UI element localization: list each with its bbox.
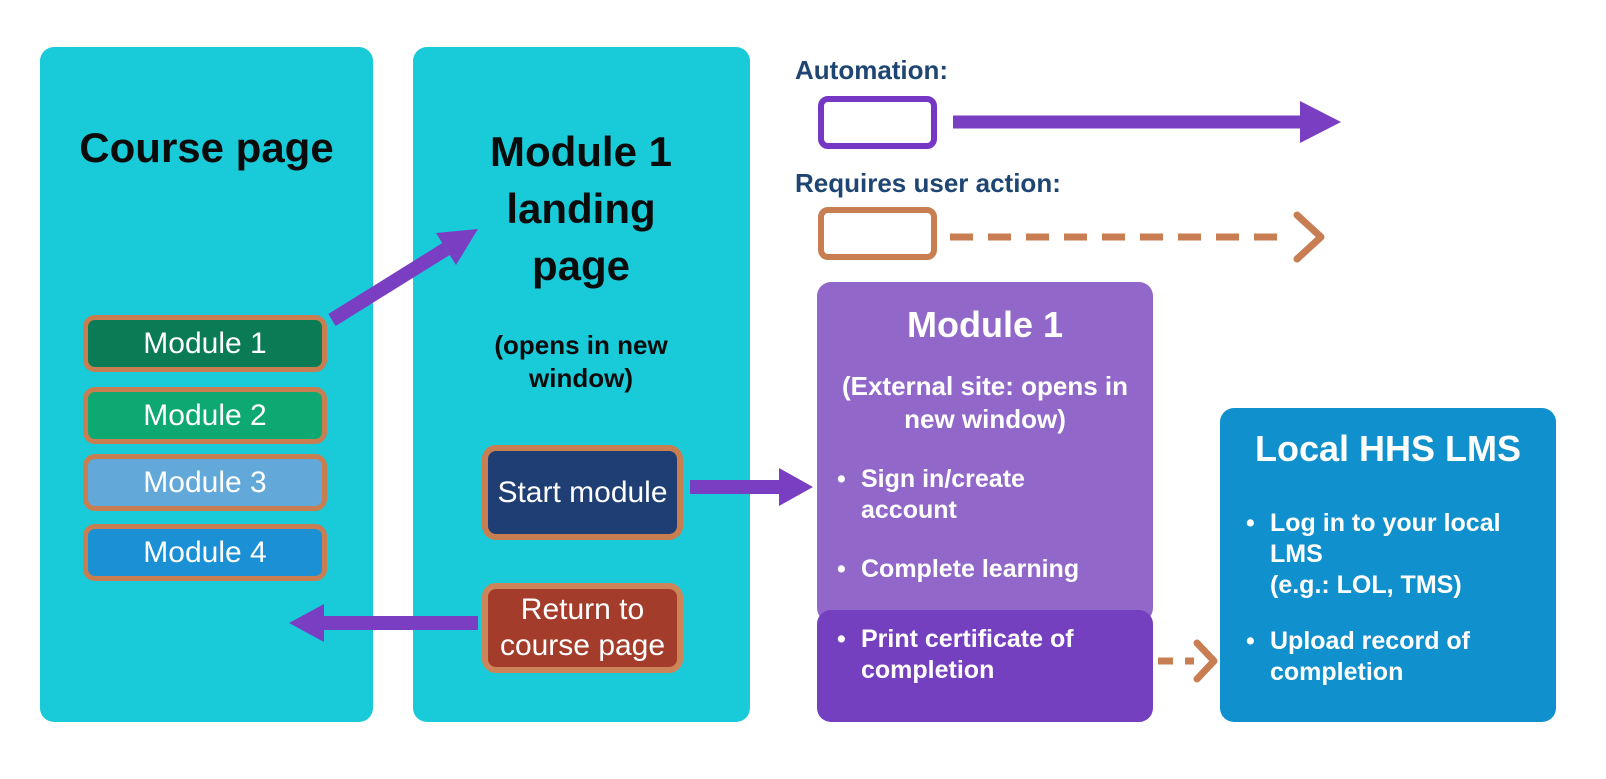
module1-user-action-box: Print certificate of completion	[817, 610, 1153, 722]
landing-page-subtitle: (opens in new window)	[494, 330, 668, 393]
module-1-button-label: Module 1	[143, 326, 267, 360]
module-2-button[interactable]: Module 2	[83, 387, 327, 444]
start-module-button[interactable]: Start module	[482, 445, 683, 540]
module-2-button-label: Module 2	[143, 398, 267, 432]
module1-external-title: Module 1	[906, 304, 1063, 345]
legend-automation-box	[818, 96, 937, 149]
module1-bullet-complete-learning: Complete learning	[835, 554, 1126, 585]
automation-arrow	[953, 101, 1341, 143]
module1-external-subtitle: (External site: opens in new window)	[841, 371, 1129, 434]
return-to-course-button-label: Return to course page	[499, 593, 666, 662]
lms-bullet-log-in-text: Log in to your local LMS	[1270, 509, 1501, 568]
module1-external-panel: Module 1 (External site: opens in new wi…	[817, 282, 1153, 622]
return-to-course-button[interactable]: Return to course page	[482, 583, 683, 673]
certificate-to-lms-arrow	[1158, 639, 1218, 683]
lms-bullet-log-in: Log in to your local LMS (e.g.: LOL, TMS…	[1244, 508, 1535, 601]
lms-panel-title: Local HHS LMS	[1254, 428, 1522, 469]
module-3-button-label: Module 3	[143, 465, 267, 499]
legend-user-action-box	[818, 207, 937, 260]
course-page-panel: Course page	[40, 47, 373, 722]
lms-bullet-upload-record: Upload record of completion	[1244, 626, 1535, 688]
start-module-button-label: Start module	[497, 475, 668, 509]
user-action-arrow	[950, 211, 1325, 263]
landing-page-title: Module 1 landing page	[489, 128, 672, 289]
module-4-button-label: Module 4	[143, 535, 267, 569]
course-page-title: Course page	[79, 124, 334, 171]
module-4-button[interactable]: Module 4	[83, 524, 327, 581]
module1-bullet-sign-in: Sign in/create account	[835, 464, 1116, 526]
module-3-button[interactable]: Module 3	[83, 454, 327, 511]
lms-panel: Local HHS LMS Log in to your local LMS (…	[1220, 408, 1556, 722]
module-1-button[interactable]: Module 1	[83, 315, 327, 372]
module1-bullet-print-certificate: Print certificate of completion	[835, 624, 1116, 686]
legend-automation-label: Automation:	[795, 55, 949, 85]
legend-user-action-label: Requires user action:	[795, 168, 1061, 198]
lms-bullet-log-in-note: (e.g.: LOL, TMS)	[1270, 571, 1462, 599]
